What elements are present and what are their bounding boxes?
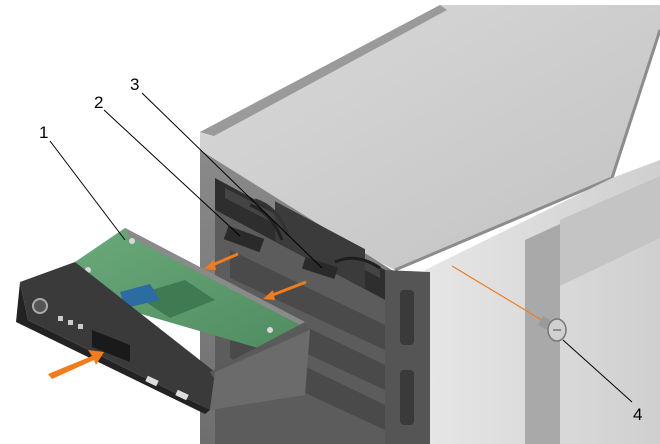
internal-connectors: [223, 198, 381, 279]
control-panel-cable-connector: [223, 225, 265, 253]
callout-3: 3: [130, 75, 139, 94]
usb-cable-connector: [301, 257, 339, 279]
control-panel-assembly: [16, 228, 310, 414]
callout-leaders: [49, 92, 633, 403]
power-button-icon: [32, 298, 48, 314]
chassis-bezel-edge: [385, 270, 430, 444]
chassis-top-edge: [200, 5, 447, 136]
callout-2: 2: [94, 93, 103, 112]
callout-4: 4: [633, 405, 642, 424]
callout-1: 1: [39, 123, 48, 142]
screw-icon: [538, 316, 567, 342]
control-panel-front-bezel: [20, 262, 215, 410]
usb-port-icon: [145, 375, 159, 387]
insert-arrow-icon: [48, 350, 104, 379]
insertion-arrows: [48, 252, 546, 379]
control-panel-display: [92, 330, 130, 362]
screw-guide-line: [451, 265, 546, 323]
connector-arrow-2: [269, 280, 307, 298]
